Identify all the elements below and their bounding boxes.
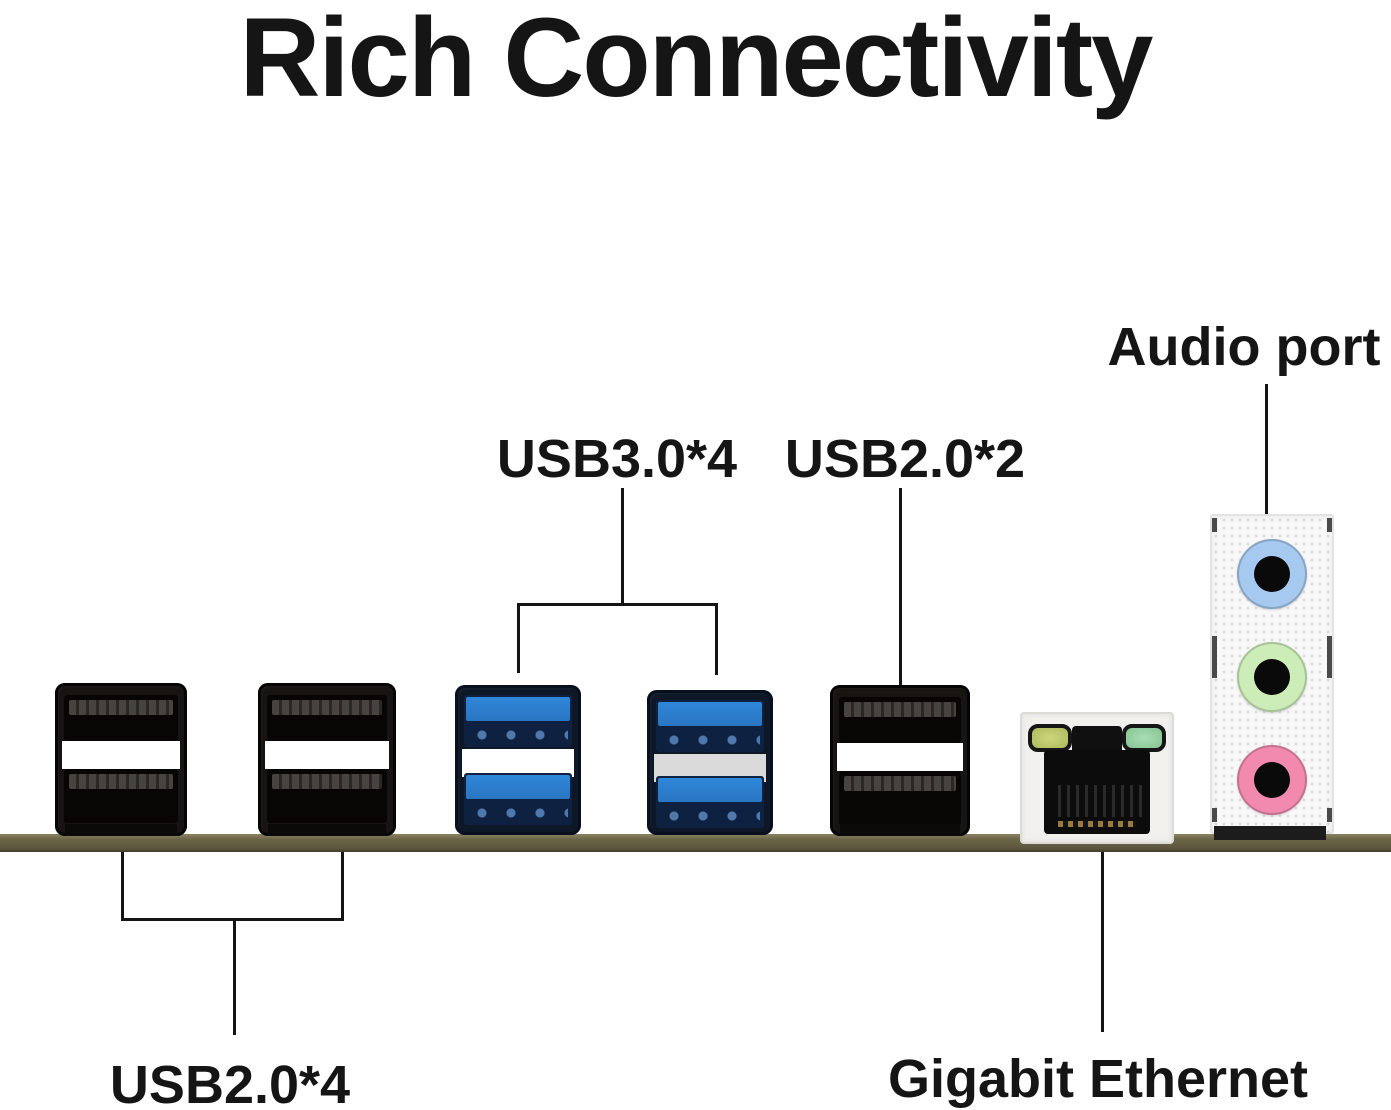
bracket-notch (1212, 518, 1217, 532)
audio-block-foot (1214, 826, 1326, 840)
callout-audio-line (1265, 384, 1268, 515)
rj45-gold-contacts (1058, 821, 1136, 827)
usb2-socket-top (839, 697, 961, 743)
page-title: Rich Connectivity (239, 0, 1154, 120)
usb3-blue-tongue (466, 697, 570, 721)
bracket-notch (1212, 808, 1217, 822)
label-audio-port: Audio port (1107, 317, 1381, 377)
bracket-notch (1212, 636, 1217, 678)
usb-tongue (844, 776, 956, 791)
jack-hole (1254, 762, 1290, 798)
usb2-port-block-3 (830, 685, 970, 836)
rj45-pin-slots (1052, 785, 1142, 818)
callout-usb3-stem (621, 488, 624, 606)
usb2-socket-top (64, 695, 178, 741)
usb3-pins (468, 803, 568, 823)
usb3-socket-bottom (656, 776, 764, 828)
usb3-port-block-1 (455, 685, 581, 835)
usb-tongue (69, 774, 173, 789)
motherboard-edge (0, 834, 1391, 852)
port-divider (837, 743, 963, 771)
jack-hole (1254, 556, 1290, 592)
usb2-socket-bottom (267, 769, 387, 823)
ethernet-led-yellow (1028, 724, 1072, 752)
usb2-socket-top (267, 695, 387, 741)
port-divider (265, 741, 389, 769)
usb3-pins (468, 725, 568, 745)
port-divider (62, 741, 180, 769)
label-usb2x4: USB2.0*4 (109, 1055, 351, 1110)
callout-ethernet-line (1101, 852, 1104, 1032)
label-usb2x2: USB2.0*2 (784, 429, 1026, 489)
audio-jack-line-out (1237, 642, 1307, 712)
usb2-socket-bottom (839, 771, 961, 825)
callout-usb2bottom-drop-left (121, 845, 124, 921)
ethernet-port (1020, 712, 1174, 844)
usb2-port-block-1 (55, 683, 187, 836)
callout-usb2bottom-stem (233, 918, 236, 1035)
audio-jack-line-in (1237, 539, 1307, 609)
port-divider (462, 749, 574, 777)
callout-usb2bottom-drop-right (341, 845, 344, 921)
bracket-notch (1327, 518, 1332, 532)
usb3-socket-bottom (464, 773, 572, 825)
port-foot (268, 824, 386, 836)
port-foot (65, 824, 177, 836)
callout-usb3-bar (517, 603, 718, 606)
callout-usb2bottom-bar (121, 918, 344, 921)
usb3-pins (660, 730, 760, 750)
usb3-socket-top (656, 700, 764, 752)
callout-usb3-drop-left (517, 603, 520, 673)
label-usb3x4: USB3.0*4 (496, 429, 738, 489)
usb3-pins (660, 806, 760, 826)
usb3-socket-top (464, 695, 572, 747)
callout-usb3-drop-right (715, 603, 718, 675)
usb3-blue-tongue (658, 778, 762, 802)
usb2-port-block-2 (258, 683, 396, 836)
label-gigabit-ethernet: Gigabit Ethernet (887, 1049, 1309, 1109)
usb-tongue (272, 700, 382, 715)
usb3-blue-tongue (466, 775, 570, 799)
port-foot (840, 824, 960, 836)
audio-port-block (1210, 514, 1334, 834)
usb-tongue (69, 700, 173, 715)
usb-tongue (844, 702, 956, 717)
usb3-blue-tongue (658, 702, 762, 726)
usb-tongue (272, 774, 382, 789)
bracket-notch (1327, 636, 1332, 678)
usb2-socket-bottom (64, 769, 178, 823)
usb3-port-block-2 (647, 690, 773, 835)
bracket-notch (1327, 808, 1332, 822)
callout-usb2top-line (899, 488, 902, 686)
ethernet-led-green (1122, 724, 1166, 752)
audio-jack-mic (1237, 745, 1307, 815)
jack-hole (1254, 659, 1290, 695)
rj45-socket (1044, 750, 1150, 834)
